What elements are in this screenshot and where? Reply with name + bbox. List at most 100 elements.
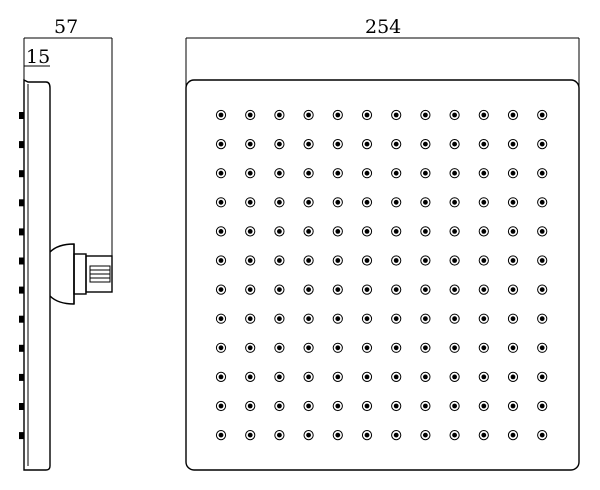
nozzle-core (306, 432, 311, 438)
side-nozzle-nub (19, 373, 24, 381)
nozzle (537, 226, 548, 237)
nozzle (332, 168, 343, 179)
side-nozzle-nub (19, 112, 24, 119)
nozzle (507, 313, 519, 324)
nozzle (507, 255, 519, 266)
nozzle-core (277, 199, 282, 205)
nozzle-core (539, 374, 545, 380)
nozzle-core (452, 199, 457, 205)
nozzle-ring (245, 197, 256, 208)
nozzle-core (218, 258, 224, 263)
nozzle-ring (215, 226, 227, 237)
nozzle (274, 139, 285, 150)
nozzle (215, 109, 227, 121)
nozzle-core (335, 199, 341, 205)
nozzle (303, 197, 314, 208)
nozzle-core (335, 374, 341, 380)
nozzle-core (277, 258, 282, 263)
nozzle (274, 430, 285, 441)
nozzle-ring (507, 109, 519, 121)
nozzle-ring (507, 430, 519, 441)
nozzle-core (510, 199, 516, 205)
nozzle-core (247, 258, 253, 263)
nozzle-core (452, 112, 457, 118)
nozzle-core (510, 287, 516, 292)
nozzle (245, 197, 256, 208)
nozzle-core (423, 141, 428, 147)
nozzle (303, 168, 314, 179)
nozzle-core (277, 374, 282, 380)
nozzle (391, 371, 402, 382)
nozzle-core (364, 316, 370, 322)
nozzle-ring (391, 371, 402, 382)
nozzle-core (539, 345, 545, 351)
nozzle-ring (391, 168, 402, 179)
nozzle (215, 255, 227, 266)
nozzle (215, 168, 227, 179)
nozzle (420, 255, 431, 266)
nozzle (449, 139, 460, 150)
nozzle (215, 197, 227, 208)
nozzle (361, 313, 373, 324)
nozzle-core (335, 316, 341, 322)
nozzle (391, 255, 402, 266)
nozzle-core (306, 287, 311, 292)
nozzle-ring (420, 371, 431, 382)
nozzle-ring (245, 313, 256, 324)
nozzle (507, 284, 519, 295)
nozzle (478, 430, 489, 441)
nozzle-core (452, 141, 457, 147)
nozzle (420, 226, 431, 237)
nozzle (507, 168, 519, 179)
nozzle-ring (303, 342, 314, 353)
nozzle-ring (274, 139, 285, 150)
nozzle (274, 197, 285, 208)
nozzle-core (277, 316, 282, 322)
nozzle-core (218, 141, 224, 147)
nozzle-core (481, 432, 487, 438)
nozzle-ring (449, 284, 460, 295)
nozzle-ring (420, 109, 431, 121)
nozzle-core (335, 141, 341, 147)
nozzle-ring (274, 197, 285, 208)
nozzle-core (452, 287, 457, 292)
nozzle-ring (537, 255, 548, 266)
side-nozzle-nub (19, 344, 24, 352)
nozzle (245, 168, 256, 179)
dimension-label-side-thickness: 15 (26, 46, 50, 68)
nozzle (245, 313, 256, 324)
nozzle (420, 342, 431, 353)
nozzle-ring (332, 284, 343, 295)
nozzle-core (247, 432, 253, 438)
nozzle-core (481, 199, 487, 205)
nozzle-core (218, 199, 224, 205)
nozzle-ring (361, 168, 373, 179)
nozzle-core (247, 170, 253, 176)
nozzle-core (247, 229, 253, 234)
nozzle-core (393, 141, 399, 147)
nozzle-ring (449, 168, 460, 179)
nozzle-core (423, 170, 428, 176)
side-view: 57 15 (19, 16, 113, 471)
nozzle (449, 400, 460, 412)
nozzle-ring (274, 109, 285, 121)
nozzle-ring (478, 139, 489, 150)
nozzle-core (393, 287, 399, 292)
nozzle-core (539, 287, 545, 292)
nozzle (449, 197, 460, 208)
nozzle (449, 168, 460, 179)
nozzle-ring (507, 197, 519, 208)
nozzle-core (539, 170, 545, 176)
nozzle-core (539, 403, 545, 409)
nozzle-ring (449, 371, 460, 382)
nozzle-ring (420, 284, 431, 295)
arm-connector (49, 243, 113, 305)
nozzle-core (277, 287, 282, 292)
nozzle-core (306, 316, 311, 322)
nozzle-core (393, 258, 399, 263)
nozzle (478, 371, 489, 382)
nozzle-ring (245, 255, 256, 266)
nozzle-ring (478, 168, 489, 179)
nozzle-ring (215, 284, 227, 295)
